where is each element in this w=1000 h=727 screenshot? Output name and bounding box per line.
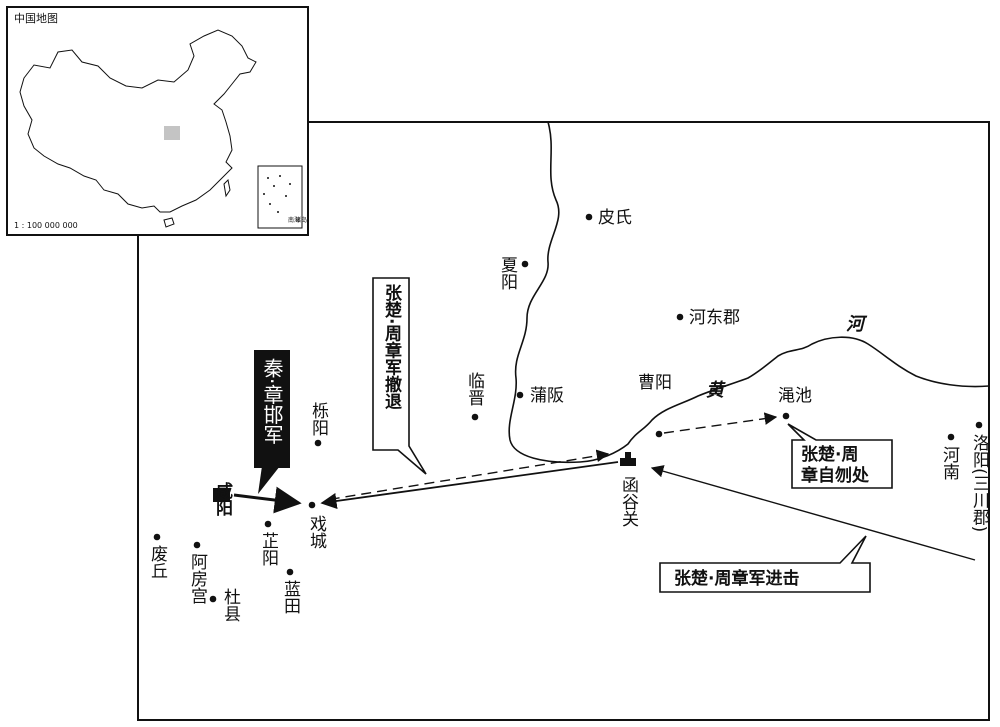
river-label-huang: 黄 (706, 380, 727, 401)
hedongjun-dot (676, 313, 684, 321)
place-zhiyang: 芷阳 (258, 532, 279, 566)
river-label-he: 河 (846, 314, 868, 335)
xicheng-dot (308, 501, 316, 509)
place-lantian: 蓝田 (280, 580, 301, 614)
callout-advance: 张楚·周章军进击 (659, 535, 871, 593)
retreat-arrow-east (663, 412, 778, 434)
place-hedongjun: 河东郡 (689, 308, 740, 328)
callout-retreat: 张楚·周章军撤退 (372, 277, 427, 475)
south-sea-label-1: 南海 (288, 216, 300, 224)
place-xianyang: 咸阳 (212, 481, 233, 517)
luoyang-dot (975, 421, 983, 429)
south-sea-islands (263, 175, 291, 213)
place-yueyang: 栎阳 (308, 402, 329, 436)
afanggong-dot (193, 541, 201, 549)
place-puban: 蒲阪 (530, 386, 564, 406)
callout-qin-army: 秦·章邯军 (254, 350, 290, 494)
place-feiqiu: 废丘 (147, 545, 168, 579)
advance-arrow-west (320, 461, 619, 510)
mianchi-dot (782, 412, 790, 420)
callout-suicide-line2: 章自刎处 (801, 465, 870, 486)
xiayang-dot (521, 260, 529, 268)
qin-army-arrow (233, 486, 302, 514)
callout-suicide: 张楚·周 章自刎处 (787, 423, 893, 489)
place-dujian: 杜县 (220, 588, 241, 622)
place-henan: 河南 (939, 446, 960, 480)
place-luoyang: 洛阳(三川郡) (969, 434, 990, 532)
advance-arrow-east (650, 465, 976, 561)
inset-china-map: 中国地图 南海 诸岛 1 : 100 000 000 (6, 6, 309, 236)
inset-scale: 1 : 100 000 000 (14, 221, 78, 230)
place-linjin: 临晋 (464, 372, 484, 406)
hainan-island (163, 217, 175, 228)
callout-suicide-line1: 张楚·周 (801, 444, 858, 465)
place-pishi: 皮氏 (598, 208, 632, 228)
yellow-river (508, 121, 990, 464)
linjin-dot (471, 413, 479, 421)
inset-title: 中国地图 (14, 12, 58, 25)
pishi-dot (585, 213, 593, 221)
henan-dot (947, 433, 955, 441)
inset-region-highlight (164, 126, 180, 140)
place-mianchi: 渑池 (778, 386, 812, 406)
dujian-dot (209, 595, 217, 603)
zhiyang-dot (264, 520, 272, 528)
lantian-dot (286, 568, 294, 576)
place-xiayang: 夏阳 (497, 256, 518, 290)
puban-dot (516, 391, 524, 399)
china-outline (19, 29, 257, 213)
south-sea-label-2: 诸岛 (295, 216, 307, 224)
xianyang-marker (213, 488, 230, 502)
place-xicheng: 戏城 (306, 515, 327, 549)
hanguguan-marker (620, 452, 636, 466)
place-hanguguan: 函谷关 (618, 476, 639, 527)
taiwan-island (223, 178, 231, 198)
caoyang-dot (655, 430, 663, 438)
place-afanggong: 阿房宫 (187, 553, 208, 604)
callout-qin-army-text: 秦·章邯军 (260, 358, 284, 445)
place-caoyang: 曹阳 (638, 373, 672, 393)
callout-retreat-text: 张楚·周章军撤退 (381, 284, 402, 410)
yueyang-dot (314, 439, 322, 447)
callout-advance-text: 张楚·周章军进击 (674, 568, 799, 589)
feiqiu-dot (153, 533, 161, 541)
